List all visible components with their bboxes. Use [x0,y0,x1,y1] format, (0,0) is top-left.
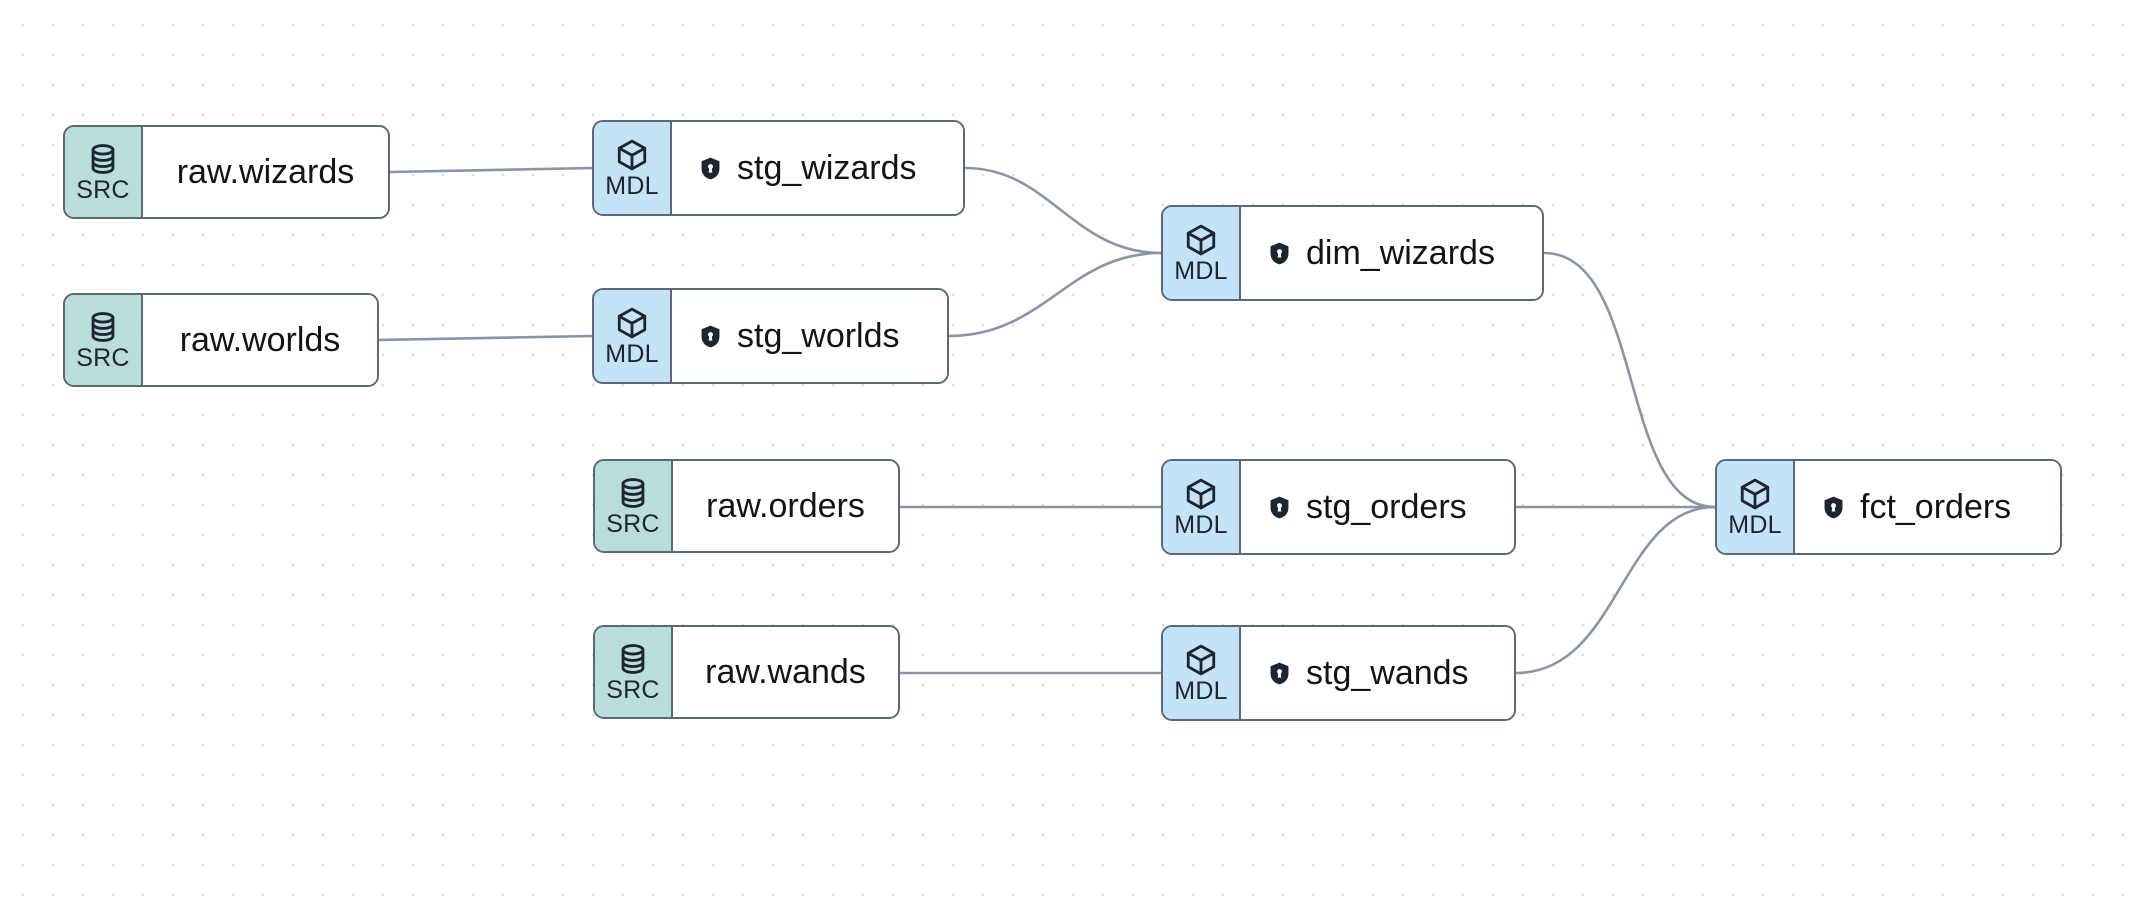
node-badge-src: SRC [595,461,673,551]
edge-stg-worlds-to-dim-wizards [947,251,1163,338]
edge-stg-wands-to-fct-orders [1514,505,1717,675]
edge-raw-wizards-to-stg-wizards [388,166,594,174]
node-badge-label: MDL [1174,256,1228,285]
node-badge-label: SRC [606,675,660,704]
node-badge-mdl: MDL [594,122,672,214]
cube-icon [1186,644,1216,675]
cube-icon [617,307,647,338]
cube-icon [1186,478,1216,509]
node-body: dim_wizards [1241,207,1542,299]
node-raw-orders[interactable]: SRC raw.orders [593,459,900,553]
node-label: raw.worlds [179,321,341,359]
node-badge-src: SRC [65,127,143,217]
node-badge-label: SRC [76,175,130,204]
node-body: stg_orders [1241,461,1514,553]
node-label: fct_orders [1860,488,2012,526]
node-raw-worlds[interactable]: SRC raw.worlds [63,293,379,387]
node-body: raw.wizards [143,127,388,217]
node-badge-src: SRC [595,627,673,717]
node-badge-label: MDL [605,171,659,200]
node-body: raw.orders [673,461,898,551]
node-badge-label: SRC [606,509,660,538]
shield-lock-icon [701,325,720,347]
node-badge-mdl: MDL [1163,461,1241,553]
node-dim-wizards[interactable]: MDL dim_wizards [1161,205,1544,301]
node-label: stg_wizards [737,149,917,187]
shield-lock-icon [1270,496,1289,518]
node-badge-src: SRC [65,295,143,385]
cube-icon [617,139,647,170]
node-stg-worlds[interactable]: MDL stg_worlds [592,288,949,384]
node-badge-mdl: MDL [1717,461,1795,553]
node-badge-label: MDL [1174,510,1228,539]
node-raw-wands[interactable]: SRC raw.wands [593,625,900,719]
node-label: raw.orders [706,487,865,525]
node-badge-mdl: MDL [594,290,672,382]
node-badge-label: SRC [76,343,130,372]
node-badge-label: MDL [1728,510,1782,539]
shield-lock-icon [1824,496,1843,518]
cube-icon [1186,224,1216,255]
database-icon [621,643,645,674]
shield-lock-icon [1270,662,1289,684]
node-badge-mdl: MDL [1163,207,1241,299]
node-body: stg_worlds [672,290,947,382]
node-label: stg_wands [1306,654,1469,692]
node-body: stg_wizards [672,122,963,214]
node-stg-wizards[interactable]: MDL stg_wizards [592,120,965,216]
node-body: raw.worlds [143,295,377,385]
node-label: stg_worlds [737,317,900,355]
shield-lock-icon [701,157,720,179]
node-stg-wands[interactable]: MDL stg_wands [1161,625,1516,721]
node-fct-orders[interactable]: MDL fct_orders [1715,459,2062,555]
node-badge-label: MDL [605,339,659,368]
database-icon [621,477,645,508]
database-icon [91,311,115,342]
node-badge-mdl: MDL [1163,627,1241,719]
cube-icon [1740,478,1770,509]
shield-lock-icon [1270,242,1289,264]
node-raw-wizards[interactable]: SRC raw.wizards [63,125,390,219]
node-label: dim_wizards [1306,234,1495,272]
edge-stg-wizards-to-dim-wizards [963,166,1163,255]
node-body: stg_wands [1241,627,1514,719]
node-badge-label: MDL [1174,676,1228,705]
node-body: raw.wands [673,627,898,717]
edge-dim-wizards-to-fct-orders [1542,251,1717,509]
node-stg-orders[interactable]: MDL stg_orders [1161,459,1516,555]
node-label: raw.wands [705,653,866,691]
database-icon [91,143,115,174]
node-body: fct_orders [1795,461,2060,553]
edge-raw-worlds-to-stg-worlds [377,334,594,342]
node-label: stg_orders [1306,488,1467,526]
node-label: raw.wizards [176,153,355,191]
